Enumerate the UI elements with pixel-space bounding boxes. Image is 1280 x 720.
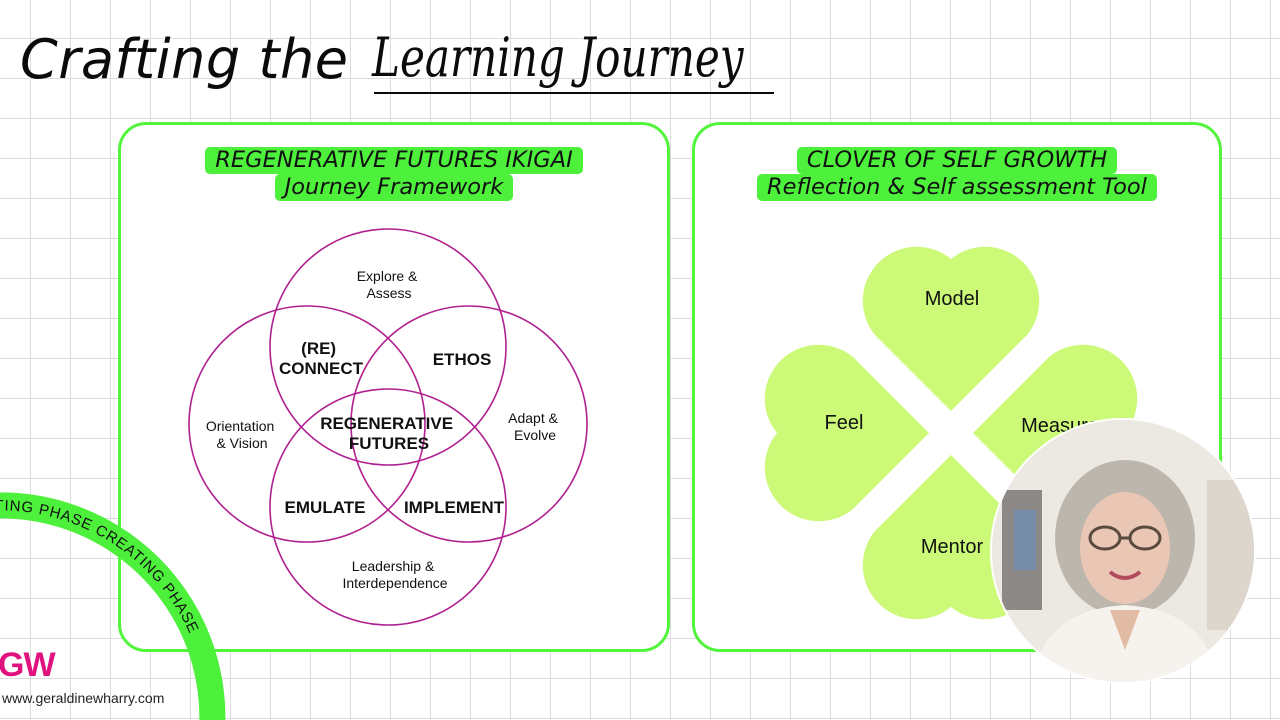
venn-label-emulate: EMULATE [285,498,366,517]
venn-label-ethos: ETHOS [433,350,492,369]
venn-label-leadership: Leadership & Interdependence [342,558,447,591]
ikigai-venn-diagram: Explore & Assess Orientation & Vision Ad… [188,228,588,626]
presenter-video [992,420,1254,682]
venn-circle-bottom [269,388,507,626]
page-title: Crafting the [20,28,349,91]
clover-panel-header: CLOVER OF SELF GROWTH Reflection & Self … [695,147,1219,201]
phase-arc-band [0,492,226,720]
creating-phase-badge: CREATING PHASE CREATING PHASE [0,492,226,720]
venn-label-implement: IMPLEMENT [404,498,505,517]
venn-circle-top [269,228,507,466]
venn-label-explore: Explore & Assess [357,268,422,301]
clover-subheading: Reflection & Self assessment Tool [757,174,1157,201]
venn-label-center: REGENERATIVE FUTURES [320,414,458,453]
clover-label-mentor: Mentor [921,536,984,558]
title-underline [374,92,774,94]
venn-circle-right [350,305,588,543]
venn-label-adapt: Adapt & Evolve [508,410,562,443]
clover-label-model: Model [925,288,979,310]
ikigai-subheading: Journey Framework [274,174,514,201]
venn-label-orientation: Orientation & Vision [206,418,278,451]
clover-label-feel: Feel [825,412,864,434]
ikigai-heading: REGENERATIVE FUTURES IKIGAI [205,147,583,174]
page-title-script: Learning Journey [372,26,744,89]
venn-label-reconnect: (RE) CONNECT [279,339,364,378]
clover-heading: CLOVER OF SELF GROWTH [796,147,1118,174]
gw-logo: GW [0,646,56,684]
presenter-avatar-icon [992,420,1254,682]
clover-leaf-model [862,246,1040,411]
venn-circle-left [188,305,426,543]
clover-leaf-feel [764,344,929,522]
ikigai-panel-header: REGENERATIVE FUTURES IKIGAI Journey Fram… [121,147,667,201]
website-url: www.geraldinewharry.com [2,690,165,706]
ikigai-framework-panel: REGENERATIVE FUTURES IKIGAI Journey Fram… [118,122,670,652]
